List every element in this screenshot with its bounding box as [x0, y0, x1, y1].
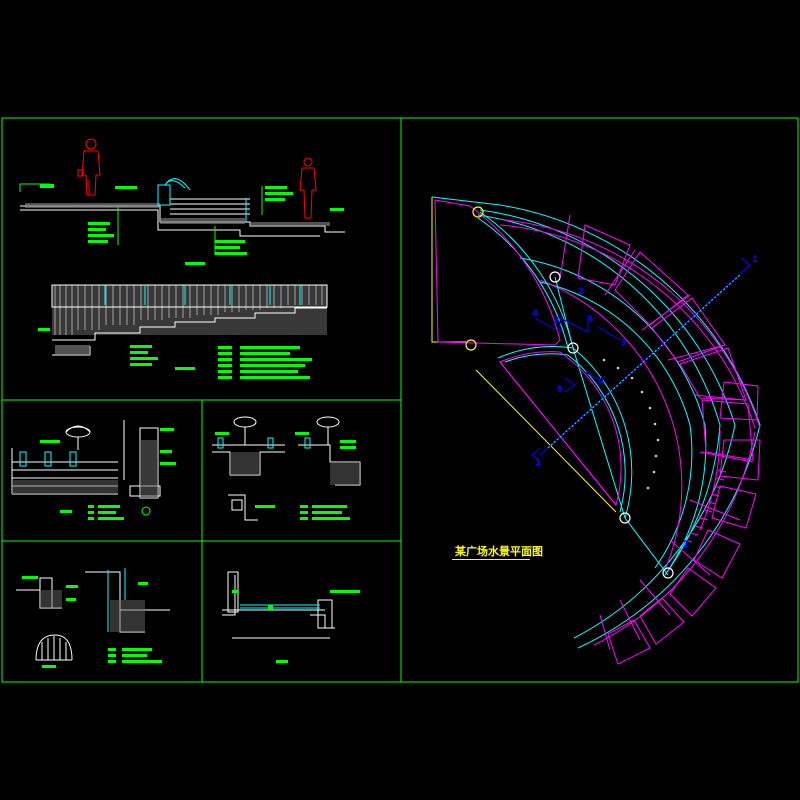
section-marker-3b: 3	[620, 338, 626, 348]
human-figure-left	[77, 138, 101, 196]
detail-wall-section	[16, 568, 170, 668]
section-marker-2a: 2	[578, 287, 584, 297]
section-marker-5a: 5	[587, 315, 593, 325]
section-elevation-1	[19, 138, 345, 265]
section-markers: 1 1 2 2 3 3 4 4 5 5	[532, 255, 758, 550]
section-marker-3a: 3	[553, 316, 559, 326]
human-figure-right	[299, 157, 317, 219]
fountain-plan-view: 1 1 2 2 3 3 4 4 5 5	[431, 196, 761, 665]
detail-drain	[222, 571, 360, 663]
plan-title-underline	[452, 559, 530, 560]
planter-cells	[499, 214, 761, 665]
step-hatch	[683, 469, 727, 543]
plan-title: 某广场水景平面图	[455, 545, 543, 558]
detail-fountain-1	[11, 420, 176, 520]
section-marker-4a: 4	[532, 309, 538, 319]
section-marker-1a: 1	[752, 255, 758, 265]
section-marker-2b: 2	[683, 540, 689, 550]
detail-fountain-2	[212, 416, 361, 521]
plan-nodes	[465, 206, 674, 579]
sheet-frame	[1, 117, 799, 683]
section-marker-5b: 5	[557, 385, 563, 395]
inner-pool	[477, 211, 669, 576]
section-elevation-2	[38, 284, 328, 379]
section-marker-4b: 4	[598, 377, 604, 387]
section-marker-1b: 1	[535, 458, 541, 468]
